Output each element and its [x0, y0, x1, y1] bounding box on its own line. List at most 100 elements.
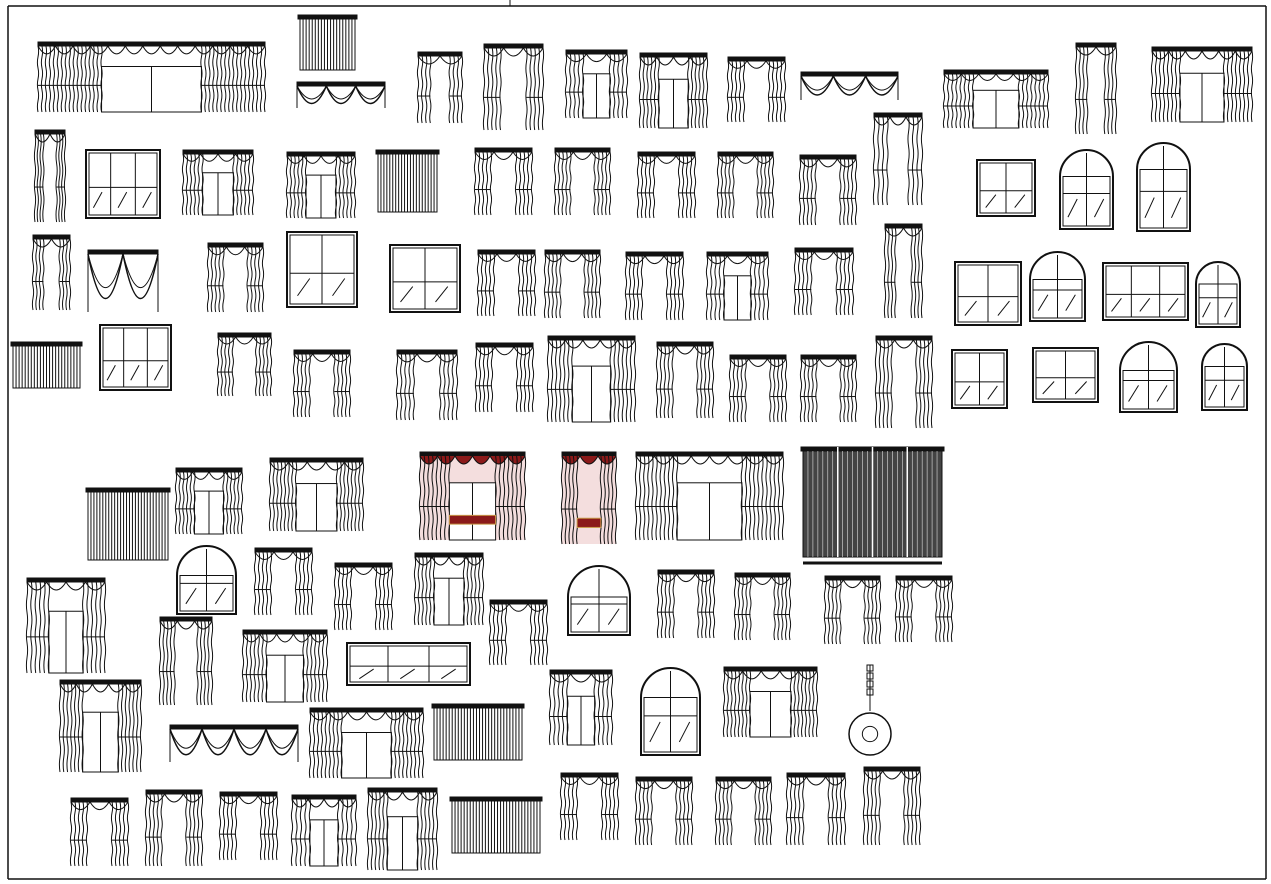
curtain-icon [218, 791, 279, 861]
curtain-fold-left [659, 455, 662, 541]
curtain-fold-right [771, 155, 775, 219]
curtain-fold-left [261, 551, 265, 616]
curtain-valance [544, 253, 601, 263]
curtain-fold-left [427, 455, 430, 541]
curtain-fold-right [498, 455, 501, 541]
curtain-fold-right [216, 45, 219, 113]
curtain-fold-right [254, 246, 257, 313]
glass-reflection [435, 286, 449, 303]
window-icon [1119, 341, 1178, 413]
curtain-fold-left [730, 670, 733, 738]
curtain-fold-left [710, 255, 713, 321]
blind-icon [431, 703, 525, 761]
curtain-fold-right [878, 579, 882, 645]
curtain-fold-right [382, 566, 386, 631]
curtain-fold-left [480, 253, 484, 317]
curtain-fold-left [663, 345, 666, 419]
curtain-fold-right [118, 801, 122, 867]
curtain-fold-right [250, 246, 253, 313]
curtain-icon [474, 342, 535, 413]
curtain-fold-right [843, 776, 847, 846]
window-icon [389, 244, 461, 313]
curtain-fold-right [769, 358, 772, 423]
curtain-fold-right [835, 776, 838, 846]
curtain-fold-left [178, 471, 181, 535]
window-frame [976, 159, 1036, 217]
curtain-rod [554, 147, 611, 153]
curtain-fold-left [797, 251, 801, 316]
curtain-fold-right [447, 353, 450, 421]
curtain-fold-left [495, 47, 498, 131]
curtain-rod [474, 147, 533, 153]
curtain-rod [70, 797, 129, 803]
curtain-rod [800, 354, 857, 360]
curtain-fold-left [36, 133, 39, 223]
curtain-fold-left [967, 73, 971, 129]
curtain-fold-left [241, 633, 245, 703]
glass-reflection [1208, 384, 1218, 401]
curtain-rod [723, 666, 818, 672]
curtain-fold-left [705, 255, 709, 321]
curtain-fold-right [58, 238, 61, 311]
colored-curtain-icon [560, 451, 618, 545]
curtain-valance [367, 790, 438, 801]
curtain-fold-left [31, 238, 35, 311]
chandelier-globe [848, 712, 892, 756]
curtain-fold-left [955, 73, 958, 129]
curtain-fold-left [88, 45, 91, 113]
curtain-fold-left [553, 673, 556, 746]
curtain-fold-left [280, 461, 283, 532]
curtain-fold-left [546, 339, 550, 423]
curtain-fold-left [404, 353, 407, 421]
curtain-fold-right [617, 339, 620, 423]
curtain-fold-left [308, 711, 312, 779]
curtain-valance [800, 358, 857, 367]
curtain-fold-left [942, 73, 946, 129]
curtain-fold-left [714, 255, 717, 321]
curtain-fold-right [428, 791, 431, 871]
curtain-fold-right [502, 455, 506, 541]
curtain-fold-right [625, 53, 629, 119]
glass-reflection [153, 365, 164, 381]
curtain-fold-left [798, 776, 801, 846]
curtain-fold-left [253, 551, 257, 616]
curtain-fold-right [683, 780, 686, 846]
curtain-rod [786, 772, 846, 778]
curtain-fold-left [660, 573, 664, 639]
curtain-fold-left [563, 776, 567, 841]
curtain-fold-left [287, 461, 290, 532]
curtain-fold-left [547, 253, 550, 319]
glass-reflection [130, 365, 140, 381]
window-icon [85, 149, 161, 219]
curtain-fold-right [515, 455, 518, 541]
curtain-fold-left [718, 780, 721, 846]
curtain-icon [1074, 42, 1118, 135]
curtain-icon [292, 349, 352, 418]
curtain-fold-right [132, 683, 135, 773]
curtain-fold-right [607, 455, 610, 545]
curtain-fold-left [652, 155, 656, 219]
curtain-fold-right [232, 45, 235, 113]
curtain-fold-left [218, 795, 222, 861]
curtain-valance [637, 155, 696, 164]
curtain-rod [565, 49, 628, 55]
curtain-fold-right [203, 620, 206, 706]
curtain-valance [32, 238, 71, 248]
curtain-fold-left [231, 336, 234, 397]
window-icon [286, 231, 358, 308]
curtain-fold-right [775, 60, 779, 123]
curtain-icon [268, 457, 365, 532]
curtain-fold-right [247, 153, 251, 216]
curtain-fold-left [291, 461, 294, 532]
curtain-fold-left [659, 345, 663, 419]
curtain-icon [473, 147, 534, 216]
curtain-fold-left [714, 780, 718, 846]
curtain-fold-left [216, 336, 220, 397]
curtain-fold-right [915, 339, 918, 429]
curtain-valance [715, 780, 772, 790]
curtain-fold-left [473, 151, 477, 216]
chandelier-icon [848, 664, 892, 756]
curtain-fold-right [923, 339, 926, 429]
curtain-fold-right [769, 780, 773, 846]
curtain-fold-left [646, 56, 649, 129]
